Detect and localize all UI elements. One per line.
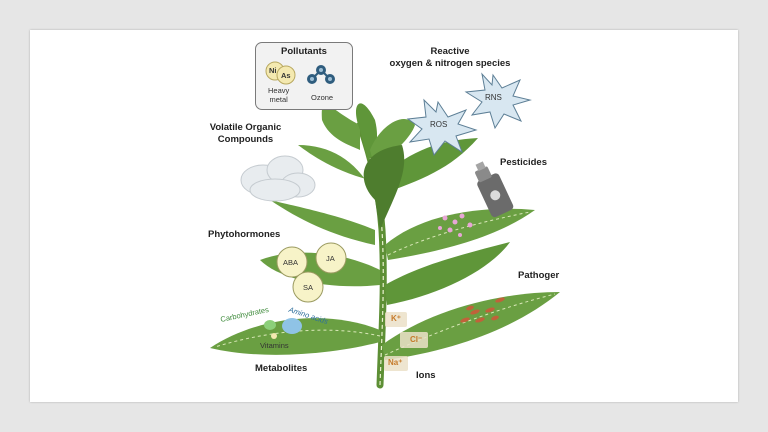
pollutants-title: Pollutants <box>281 46 327 57</box>
ja-circle <box>315 242 347 274</box>
pollutants-box: Pollutants Ni As Heavy metal Ozone <box>255 42 353 110</box>
sa-label: SA <box>303 283 314 292</box>
pathogen-spots <box>460 297 505 323</box>
aba-label: ABA <box>283 258 299 267</box>
plant-illustration <box>210 72 560 389</box>
amino-acid-dot <box>282 318 302 334</box>
ozone-molecule-icon <box>307 65 335 84</box>
ion-box-k <box>385 312 407 327</box>
leaf-metabolites <box>210 318 380 355</box>
pesticides-label: Pesticides <box>500 157 547 168</box>
leaf-voc <box>270 200 375 245</box>
phytohormones-label: Phytohormones <box>208 229 281 240</box>
rns-star-icon <box>464 72 532 130</box>
metabolites-label: Metabolites <box>255 363 308 374</box>
voc-label-line1: Volatile Organic <box>209 122 282 133</box>
leaf-upper-right <box>378 138 478 195</box>
spray-bottle-icon <box>475 161 514 218</box>
pathogen-label: Pathoger <box>518 270 560 281</box>
na-ion-label: Na⁺ <box>388 358 403 367</box>
reactive-label-line1: Reactive <box>430 46 470 57</box>
ozone-label: Ozone <box>311 93 334 102</box>
carbohydrate-dot <box>264 320 276 330</box>
reactive-label-line2: oxygen & nitrogen species <box>389 58 511 69</box>
pollutant-icons <box>265 61 335 85</box>
slide: K⁺ Cl⁻ Na⁺ Pollutants Ni As Heavy metal … <box>30 30 738 402</box>
vitamin-dot <box>271 333 277 339</box>
leaf-mid-right <box>385 242 510 305</box>
ion-box-na <box>384 356 408 371</box>
leaf-pathogen <box>382 292 560 360</box>
heavy-metal-label: Heavy metal <box>268 86 290 104</box>
leaf-upper-left <box>298 145 372 190</box>
ni-label: Ni <box>269 66 277 75</box>
leaf-central <box>363 145 405 230</box>
ion-box-cl <box>400 332 428 348</box>
rns-label: RNS <box>485 93 502 102</box>
leaf-top <box>355 103 378 160</box>
cloud-icon <box>240 155 316 202</box>
sa-circle <box>292 271 324 303</box>
ros-star-icon <box>406 98 478 157</box>
ros-label: ROS <box>430 120 448 129</box>
leaf-top-left <box>321 104 360 150</box>
cl-ion-label: Cl⁻ <box>410 335 423 344</box>
ions-label: Ions <box>416 370 436 381</box>
vitamins-label: Vitamins <box>260 341 289 350</box>
k-ion-label: K⁺ <box>391 314 401 323</box>
aba-circle <box>276 246 308 278</box>
as-label: As <box>281 71 291 80</box>
voc-label-line2: Compounds <box>217 134 274 145</box>
pesticide-dots <box>438 213 473 237</box>
ja-label: JA <box>326 254 335 263</box>
